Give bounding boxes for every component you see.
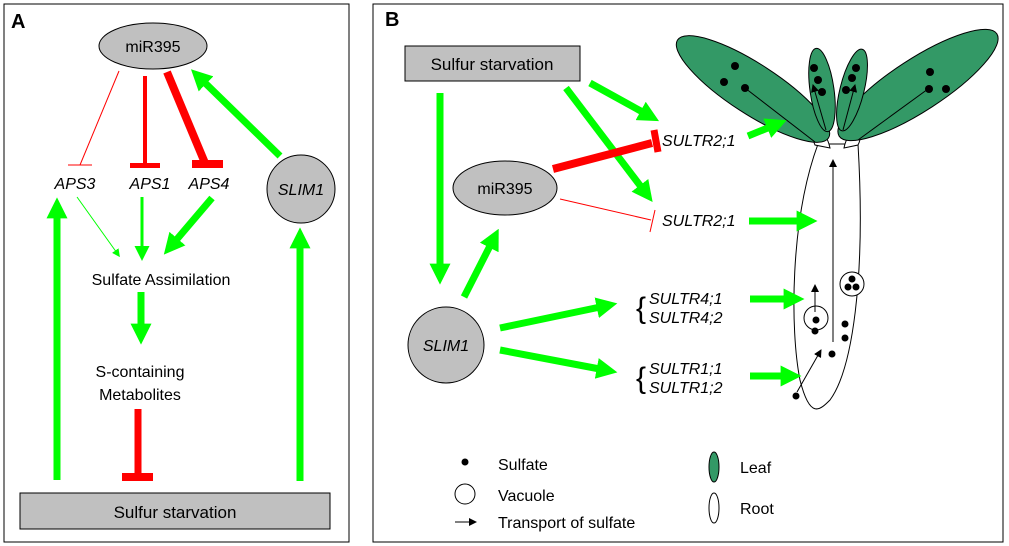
- legend-transport-label: Transport of sulfate: [498, 515, 635, 532]
- legend-vacuole-label: Vacuole: [498, 488, 555, 505]
- activation-sultr21-shoot-leaf: [746, 118, 787, 140]
- leaf-sulfate-dots: [720, 62, 950, 96]
- b-mir395-node: [452, 160, 558, 216]
- vacuole-circle-icon: [454, 483, 476, 505]
- sultr21-shoot-label: SULTR2;1: [662, 133, 736, 150]
- sulfur-starvation-label: Sulfur starvation: [114, 503, 237, 522]
- sultr41-label: SULTR4;1: [649, 291, 723, 308]
- inhibition-mir395-aps4: [163, 70, 223, 168]
- activation-slim1-sultr4: [499, 297, 618, 332]
- panel-a: A miR395 SLIM1 APS3 APS1 APS4 Sulfate: [3, 3, 350, 543]
- inhibition-mir395-sultr21-shoot: [551, 129, 662, 173]
- sulfate-assimilation-label: Sulfate Assimilation: [92, 272, 231, 289]
- s-metabolites-label-line1: S-containing: [96, 364, 185, 381]
- leaf-right: [837, 28, 999, 142]
- panel-a-letter: A: [11, 11, 25, 33]
- panel-b-letter: B: [385, 9, 399, 31]
- legend-leaf-label: Leaf: [740, 460, 772, 477]
- aps3-label: APS3: [54, 176, 96, 193]
- sulfur-starvation-node: [19, 492, 331, 530]
- plant-illustration: [675, 28, 999, 410]
- s-metabolites-label-line2: Metabolites: [99, 387, 181, 404]
- panel-b: B: [372, 3, 1004, 543]
- mir395-node: [98, 22, 208, 70]
- slim1-label: SLIM1: [278, 182, 324, 199]
- sulfate-dot-icon: [461, 458, 469, 466]
- sultr21-root-label: SULTR2;1: [662, 213, 736, 230]
- sultr42-label: SULTR4;2: [649, 310, 723, 327]
- activation-slim1-mir395: [190, 69, 283, 159]
- activation-starvation-sultr21-shoot: [588, 79, 660, 122]
- slim1-node: [266, 154, 336, 224]
- inhibition-mir395-sultr21-root: [559, 198, 656, 233]
- b-mir395-label: miR395: [477, 181, 532, 198]
- leaf-ellipse-icon: [708, 451, 720, 483]
- b-slim1-label: SLIM1: [423, 338, 469, 355]
- legend-sulfate-label: Sulfate: [498, 457, 548, 474]
- legend: Sulfate Vacuole Transport of sulfate Lea…: [454, 451, 774, 532]
- aps1-label: APS1: [129, 176, 171, 193]
- activation-slim1-mir395-b: [460, 228, 499, 299]
- sultr1-brace: {: [636, 362, 646, 395]
- vacuole-right: [839, 271, 865, 297]
- b-sulfur-starvation-node: [404, 45, 581, 82]
- inhibition-metabolites-starvation: [122, 409, 153, 481]
- root-ellipse-icon: [708, 492, 720, 524]
- activation-aps3-assimilation: [76, 196, 120, 258]
- leaf-left: [675, 35, 831, 143]
- b-slim1-node: [407, 306, 485, 384]
- sultr4-brace: {: [636, 292, 646, 325]
- b-sulfur-starvation-label: Sulfur starvation: [431, 55, 554, 74]
- sultr12-label: SULTR1;2: [649, 380, 723, 397]
- activation-slim1-sultr1: [499, 346, 618, 379]
- inhibition-mir395-aps1: [130, 76, 160, 168]
- aps4-label: APS4: [188, 176, 230, 193]
- sultr11-label: SULTR1;1: [649, 361, 723, 378]
- mir395-label: miR395: [125, 39, 180, 56]
- inhibition-mir395-aps3: [68, 70, 120, 166]
- legend-root-label: Root: [740, 501, 774, 518]
- activation-starvation-sultr21-root: [563, 85, 653, 203]
- root-shape: [793, 143, 861, 410]
- activation-aps4-assimilation: [163, 195, 215, 255]
